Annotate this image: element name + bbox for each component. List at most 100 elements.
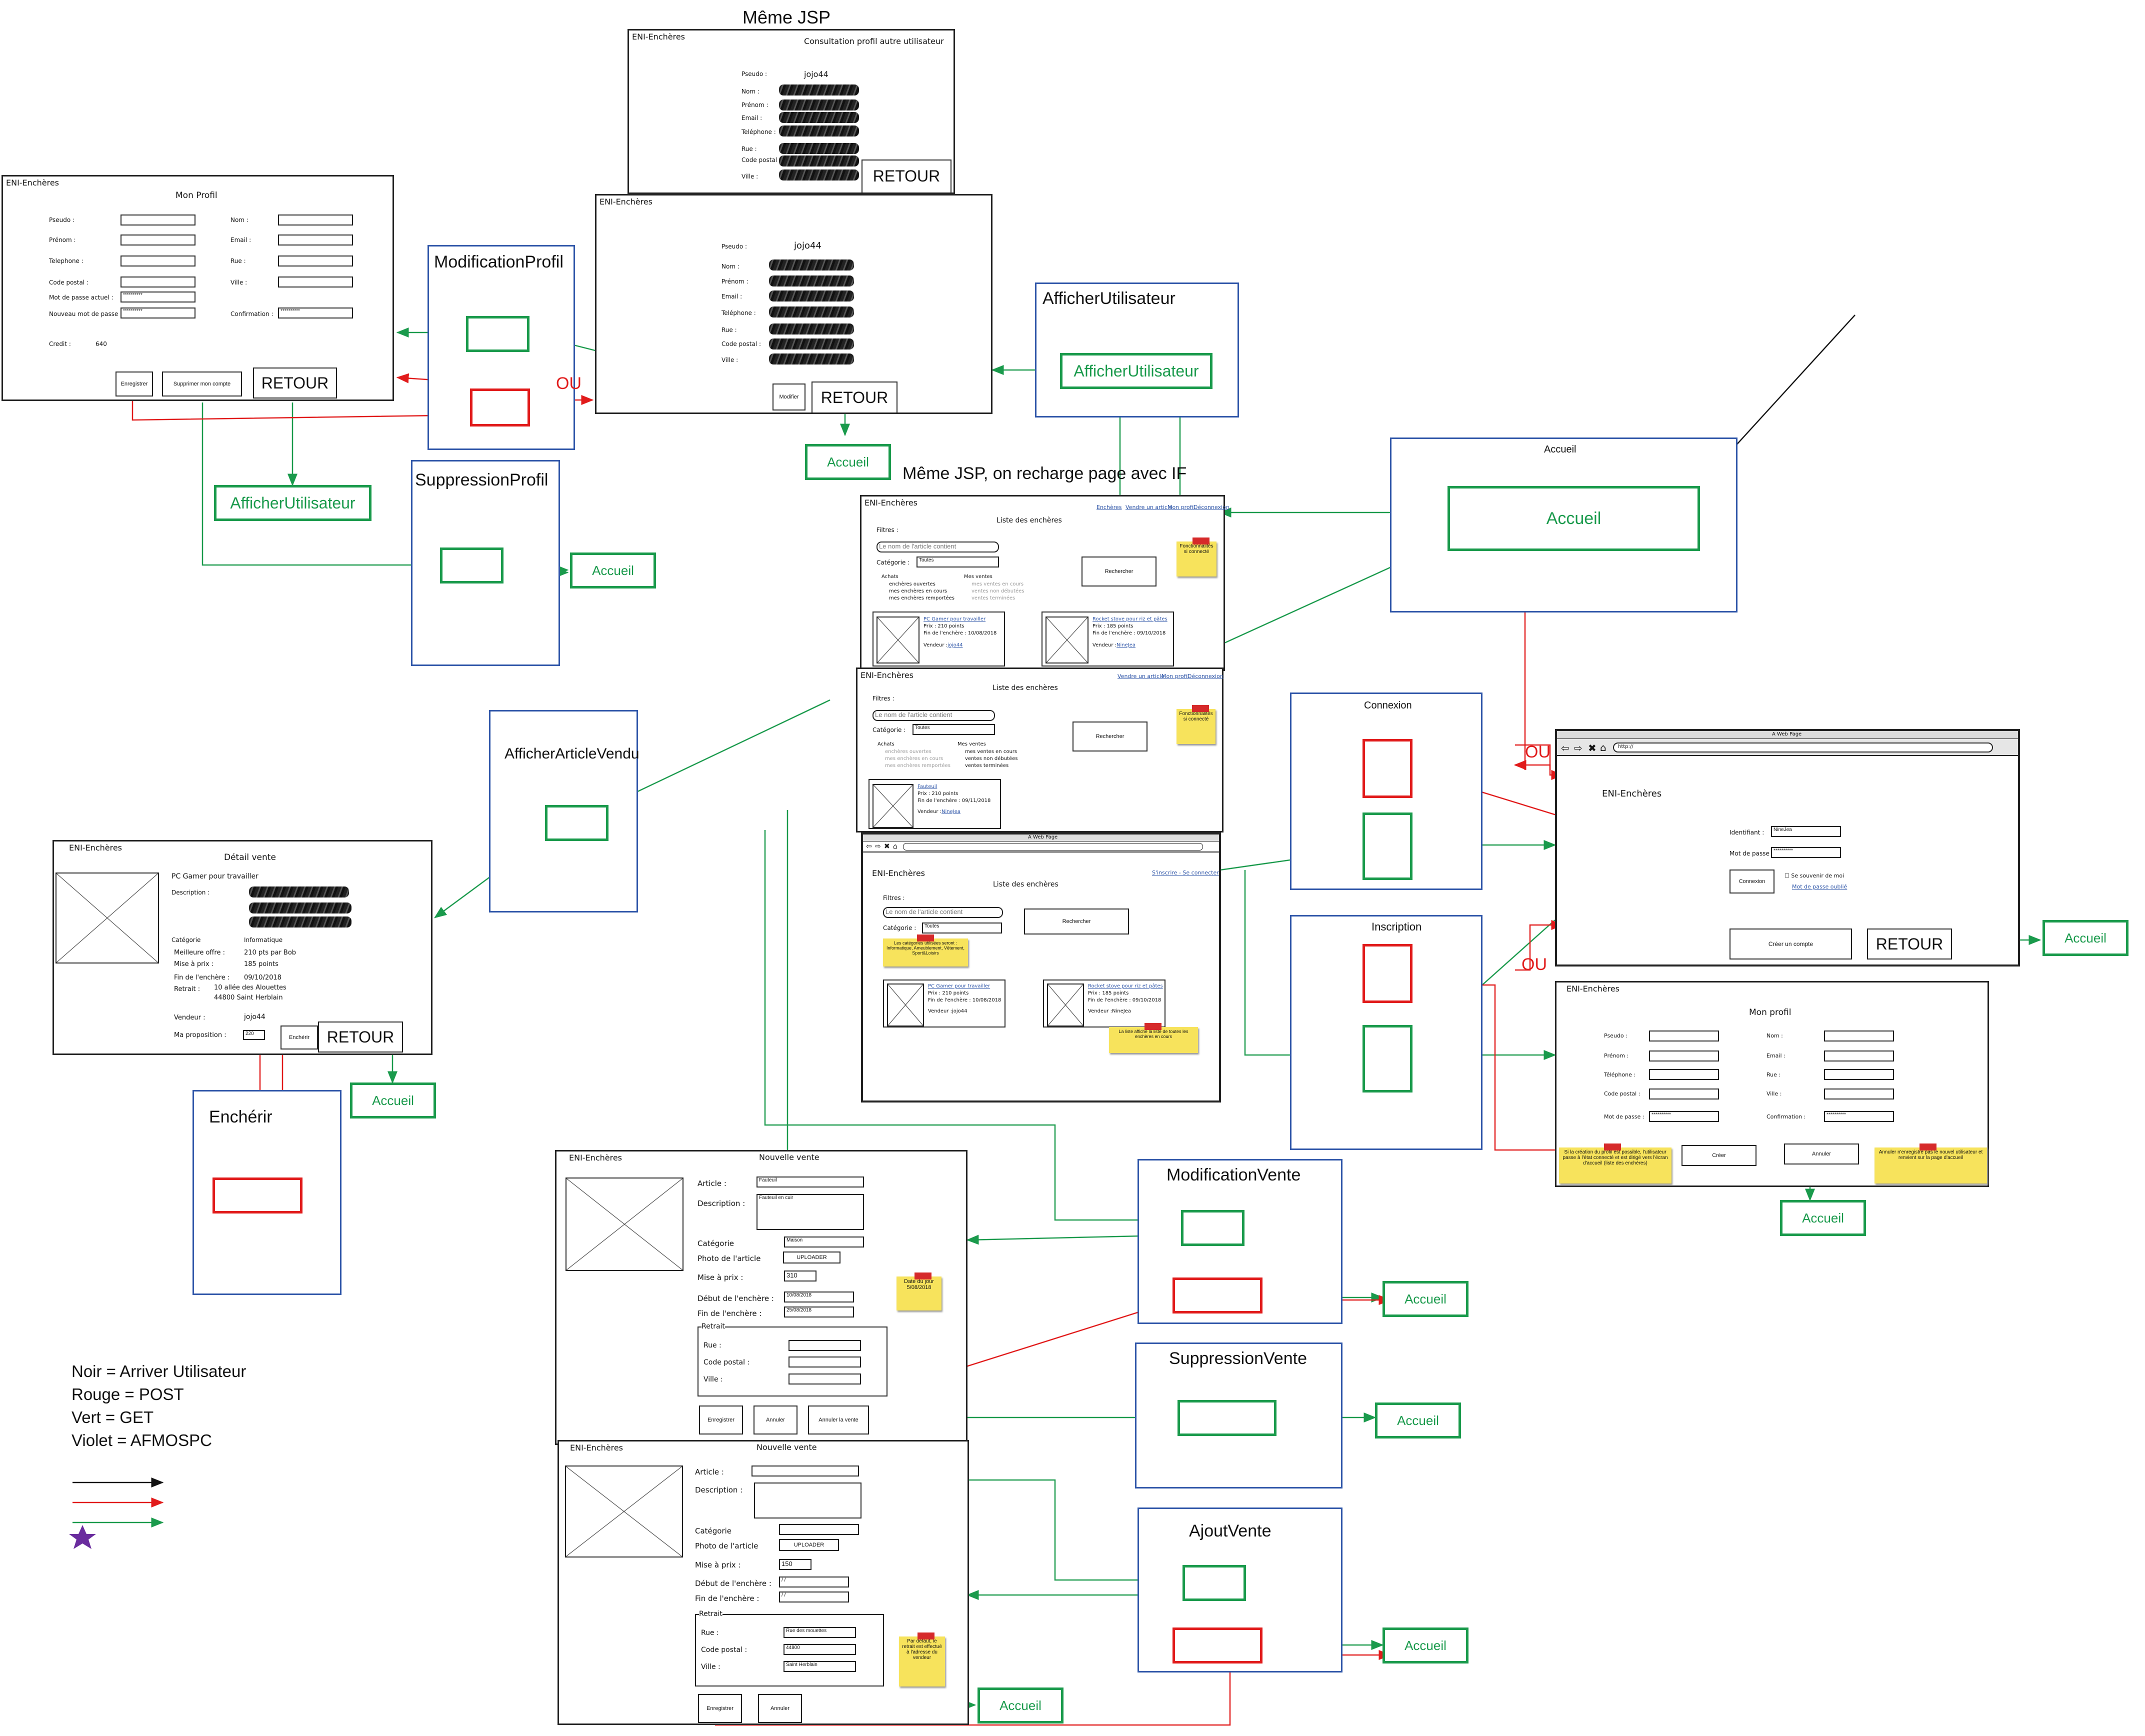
nav-encheres[interactable]: Enchères bbox=[1096, 504, 1122, 510]
nav-vendre[interactable]: Vendre un article bbox=[1118, 673, 1164, 680]
category-select[interactable]: Toutes bbox=[912, 724, 995, 735]
item-card[interactable]: Rocket stove pour riz et pâtes Prix : 18… bbox=[1042, 612, 1174, 666]
checkbox-option[interactable]: enchères ouvertes bbox=[885, 749, 932, 754]
radio-ventes[interactable]: Mes ventes bbox=[958, 742, 986, 747]
accueil-box[interactable]: Accueil bbox=[1382, 1628, 1468, 1664]
upload-button[interactable]: UPLOADER bbox=[779, 1539, 839, 1551]
search-input[interactable]: Le nom de l'article contient bbox=[883, 907, 1003, 918]
nav-link[interactable]: Vendre un article bbox=[1118, 673, 1164, 680]
checkbox-option[interactable]: mes enchères remportées bbox=[889, 596, 954, 601]
get-box[interactable] bbox=[1182, 1565, 1246, 1601]
post-box[interactable] bbox=[1172, 1628, 1262, 1664]
nav-link[interactable]: Mon profil bbox=[1168, 504, 1195, 510]
search-input[interactable]: Le nom de l'article contient bbox=[872, 710, 995, 721]
nav-vendre[interactable]: Vendre un article bbox=[1126, 504, 1172, 510]
category-select[interactable]: Toutes bbox=[916, 556, 999, 568]
back-icon[interactable]: ⇦ bbox=[866, 842, 872, 850]
confirmation-input[interactable]: ********** bbox=[1824, 1111, 1894, 1122]
forgot-link-text[interactable]: Mot de passe oublié bbox=[1792, 884, 1848, 890]
item-card[interactable]: PC Gamer pour travailler Prix : 210 poin… bbox=[872, 612, 1005, 666]
forgot-link[interactable]: Mot de passe oublié bbox=[1792, 884, 1847, 890]
accueil-box[interactable]: Accueil bbox=[350, 1082, 436, 1118]
nav-profil[interactable]: Mon profil bbox=[1162, 673, 1189, 680]
radio-achats[interactable]: Achats bbox=[882, 574, 898, 580]
nav-link[interactable]: S'inscrire - Se connecter bbox=[1152, 870, 1219, 876]
create-account-button[interactable]: Créer un compte bbox=[1730, 928, 1852, 960]
post-box[interactable] bbox=[470, 388, 530, 426]
rue-input[interactable] bbox=[788, 1340, 861, 1351]
nav-login[interactable]: S'inscrire - Se connecter bbox=[1152, 870, 1219, 876]
end-date-input[interactable]: 25/08/2018 bbox=[784, 1306, 854, 1318]
cancel-button[interactable]: Annuler bbox=[758, 1694, 802, 1723]
password-input[interactable]: ********** bbox=[1649, 1111, 1719, 1122]
prenom-input[interactable] bbox=[120, 234, 196, 246]
get-box[interactable] bbox=[466, 316, 530, 352]
email-input[interactable] bbox=[1824, 1050, 1894, 1062]
item-name[interactable]: PC Gamer pour travailler bbox=[928, 984, 990, 989]
checkbox-option[interactable]: mes enchères en cours bbox=[885, 756, 944, 762]
code-postal-input[interactable] bbox=[1649, 1088, 1719, 1100]
item-seller[interactable]: NineJea bbox=[942, 809, 960, 814]
get-box[interactable] bbox=[1362, 1025, 1412, 1092]
confirmation-input[interactable]: ********** bbox=[278, 308, 353, 318]
item-link[interactable]: PC Gamer pour travailler bbox=[928, 984, 990, 989]
search-input[interactable]: Le nom de l'article contient bbox=[876, 542, 999, 552]
search-button[interactable]: Rechercher bbox=[1072, 722, 1148, 752]
nav-deconnexion[interactable]: Déconnexion bbox=[1188, 673, 1224, 680]
accueil-box[interactable]: Accueil bbox=[1780, 1200, 1866, 1236]
description-input[interactable] bbox=[754, 1482, 862, 1518]
get-box[interactable] bbox=[1178, 1400, 1276, 1436]
retour-button[interactable]: RETOUR bbox=[812, 382, 898, 414]
item-name[interactable]: Fauteuil bbox=[918, 784, 937, 790]
cancel-sale-button[interactable]: Annuler la vente bbox=[808, 1406, 869, 1434]
rue-input[interactable] bbox=[278, 256, 353, 266]
article-input[interactable] bbox=[752, 1466, 859, 1476]
item-name[interactable]: Rocket stove pour riz et pâtes bbox=[1088, 984, 1163, 989]
checkbox-option[interactable]: mes ventes en cours bbox=[972, 582, 1024, 587]
seller-link[interactable]: jojo44 bbox=[948, 642, 963, 648]
bid-button[interactable]: Enchérir bbox=[280, 1026, 318, 1050]
modifier-button[interactable]: Modifier bbox=[772, 384, 806, 410]
checkbox-option[interactable]: mes enchères remportées bbox=[885, 763, 950, 768]
retour-button[interactable]: RETOUR bbox=[862, 160, 952, 194]
pwd-input[interactable]: ********** bbox=[1771, 847, 1841, 858]
category-select[interactable]: Maison bbox=[784, 1236, 864, 1248]
nom-input[interactable] bbox=[1824, 1030, 1894, 1042]
url-bar[interactable] bbox=[903, 843, 1203, 850]
checkbox-option[interactable]: mes ventes en cours bbox=[965, 749, 1018, 754]
description-input[interactable]: Fauteuil en cuir bbox=[756, 1194, 864, 1230]
checkbox-option[interactable]: ventes non débutées bbox=[972, 588, 1024, 594]
nav-link[interactable]: Déconnexion bbox=[1188, 673, 1224, 680]
code-postal-input[interactable] bbox=[120, 276, 196, 288]
nav-link[interactable]: Mon profil bbox=[1162, 673, 1189, 680]
retour-button[interactable]: RETOUR bbox=[253, 368, 337, 398]
back-icon[interactable]: ⇦ bbox=[1561, 742, 1570, 754]
save-button[interactable]: Enregistrer bbox=[698, 1694, 742, 1723]
accueil-box[interactable]: Accueil bbox=[1375, 1402, 1461, 1438]
price-stepper[interactable]: 150 bbox=[779, 1559, 812, 1570]
seller-link[interactable]: NineJea bbox=[942, 809, 960, 814]
post-box[interactable] bbox=[1362, 944, 1412, 1003]
save-button[interactable]: Enregistrer bbox=[116, 372, 153, 396]
pseudo-input[interactable] bbox=[1649, 1030, 1719, 1042]
prenom-input[interactable] bbox=[1649, 1050, 1719, 1062]
category-select[interactable] bbox=[779, 1524, 859, 1535]
search-button[interactable]: Rechercher bbox=[1024, 908, 1129, 934]
cp-input[interactable] bbox=[788, 1356, 861, 1368]
nom-input[interactable] bbox=[278, 214, 353, 226]
post-box[interactable] bbox=[1362, 739, 1412, 798]
item-link[interactable]: Rocket stove pour riz et pâtes bbox=[1092, 616, 1168, 622]
ville-input[interactable] bbox=[788, 1374, 861, 1384]
telephone-input[interactable] bbox=[120, 256, 196, 266]
checkbox-option[interactable]: ventes terminées bbox=[972, 596, 1016, 601]
get-box[interactable] bbox=[440, 548, 504, 584]
start-date-input[interactable]: 10/08/2018 bbox=[784, 1292, 854, 1302]
forward-icon[interactable]: ⇨ bbox=[875, 842, 881, 850]
accueil-box[interactable]: Accueil bbox=[1448, 486, 1700, 551]
close-icon[interactable]: ✖ bbox=[1588, 742, 1596, 754]
remember-checkbox[interactable]: ☐ Se souvenir de moi bbox=[1784, 872, 1844, 879]
proposal-stepper[interactable]: 220 bbox=[243, 1030, 265, 1040]
cancel-button[interactable]: Annuler bbox=[1784, 1144, 1859, 1164]
checkbox-option[interactable]: enchères ouvertes bbox=[889, 582, 936, 587]
upload-button[interactable]: UPLOADER bbox=[783, 1252, 840, 1264]
